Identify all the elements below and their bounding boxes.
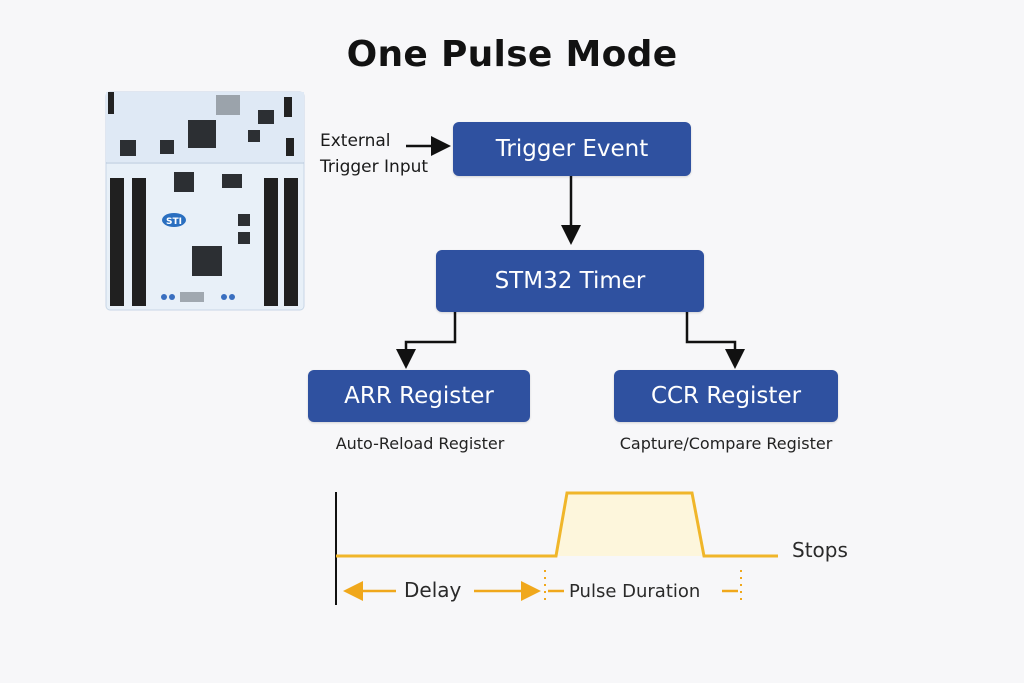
pulse-fill — [556, 493, 704, 556]
ccr-register-box: CCR Register — [614, 370, 838, 422]
stm32-board-icon: STI — [105, 91, 305, 311]
delay-label: Delay — [404, 578, 462, 602]
external-label-line1: External — [320, 131, 391, 151]
external-trigger-label: External Trigger Input — [320, 128, 428, 180]
board-logo: STI — [166, 217, 182, 227]
timer-to-ccr-arrow — [685, 312, 745, 369]
pulse-waveform — [336, 491, 778, 558]
timer-to-arr-arrow — [396, 312, 457, 369]
stm32-timer-box: STM32 Timer — [436, 250, 704, 312]
trigger-event-box: Trigger Event — [453, 122, 691, 176]
arr-caption: Auto-Reload Register — [335, 434, 505, 453]
arr-register-box: ARR Register — [308, 370, 530, 422]
page-title: One Pulse Mode — [346, 34, 678, 75]
pulse-duration-label: Pulse Duration — [569, 581, 701, 602]
ccr-caption: Capture/Compare Register — [619, 434, 833, 453]
external-label-line2: Trigger Input — [320, 157, 429, 177]
stops-label: Stops — [792, 538, 848, 562]
